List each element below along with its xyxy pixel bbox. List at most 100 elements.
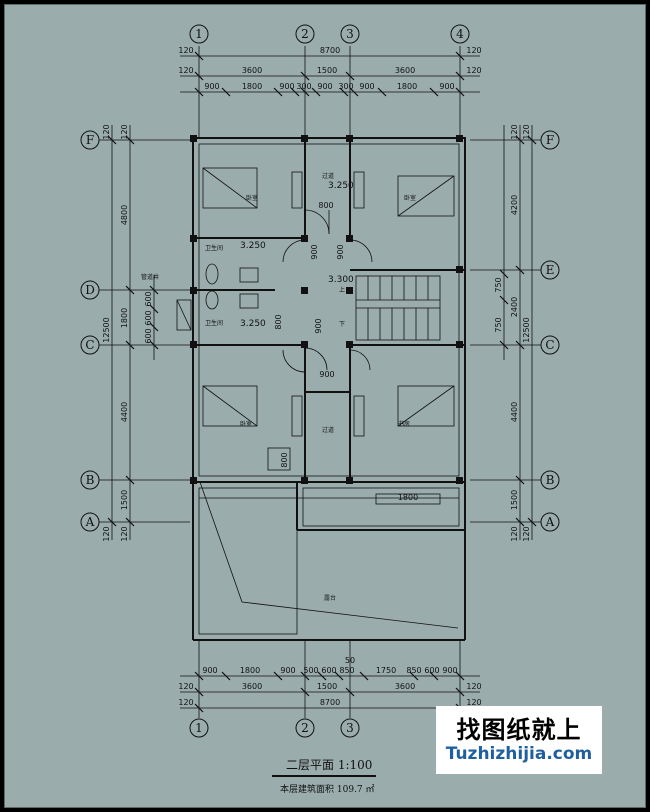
axis-label-A-right: A xyxy=(545,515,555,529)
dim-bottom-detail-7: 1750 xyxy=(376,666,396,675)
dim-left-edge-top: 120 xyxy=(102,124,111,139)
dim-bottom-overall: 8700 xyxy=(320,698,340,707)
axis-bubble-A-left xyxy=(80,512,100,532)
axis-bubble-F-right xyxy=(540,130,560,150)
dim-bottom-detail-5: 600 xyxy=(321,666,336,675)
dim-top-detail-8: 1800 xyxy=(397,82,417,91)
axis-label-1-top: 1 xyxy=(195,27,203,41)
dim-top-detail-4: 300 xyxy=(296,82,311,91)
axis-bubble-E-right xyxy=(540,260,560,280)
dim-interior-900-a: 900 xyxy=(310,244,319,259)
watermark-logo[interactable]: 找图纸就上 Tuzhizhijia.com xyxy=(436,706,602,774)
dim-interior-800-bottom: 800 xyxy=(280,452,289,467)
dim-top-detail-1: 900 xyxy=(204,82,219,91)
dim-top-detail-2: 1800 xyxy=(242,82,262,91)
axis-bubble-D-left xyxy=(80,280,100,300)
room-label-bedroom-2: 卧室 xyxy=(404,194,416,202)
dim-top-bay-1: 3600 xyxy=(242,66,262,75)
room-label-walk-in: 过道 xyxy=(322,426,334,434)
axis-label-C-right: C xyxy=(545,338,554,352)
title-block: 二层平面 1:100 本层建筑面积 109.7 ㎡ xyxy=(272,756,412,800)
dim-top-bay-3: 3600 xyxy=(395,66,415,75)
plan-title-text: 二层平面 xyxy=(286,758,335,772)
dim-left-edge2-bottom: 120 xyxy=(102,526,111,541)
axis-label-C-left: C xyxy=(85,338,94,352)
dim-right-overall: 12500 xyxy=(522,317,531,342)
axis-bubble-2-top xyxy=(295,24,315,44)
dim-top-edge-left: 120 xyxy=(178,46,193,55)
axis-label-B-right: B xyxy=(546,473,555,487)
dim-left-bay-2: 1800 xyxy=(120,308,129,328)
dim-left-edge-bottom: 120 xyxy=(120,526,129,541)
axis-label-3-top: 3 xyxy=(346,27,354,41)
title-underline xyxy=(272,775,376,777)
room-label-bathroom-1: 卫生间 xyxy=(205,244,223,252)
dim-bottom-edge-right: 120 xyxy=(466,682,481,691)
axis-bubble-1-bottom xyxy=(189,718,209,738)
dim-top-detail-9: 900 xyxy=(439,82,454,91)
level-mark-4: 3.250 xyxy=(240,319,266,329)
axis-bubble-B-left xyxy=(80,470,100,490)
dim-bottom-detail-9: 600 xyxy=(424,666,439,675)
level-mark-3: 3.300 xyxy=(328,275,354,285)
dim-top-overall: 8700 xyxy=(320,46,340,55)
dim-right-bay-2: 2400 xyxy=(510,297,519,317)
dim-bottom-detail-8: 850 xyxy=(406,666,421,675)
dim-left-bay-1: 4800 xyxy=(120,205,129,225)
axis-bubble-3-top xyxy=(340,24,360,44)
dim-interior-800-top: 800 xyxy=(318,201,333,210)
dim-left-bay-4: 1500 xyxy=(120,490,129,510)
dim-bottom-mark: 50 xyxy=(345,656,355,665)
dim-left-bay-3: 4400 xyxy=(120,402,129,422)
axis-label-2-top: 2 xyxy=(301,27,309,41)
axis-bubble-1-top xyxy=(189,24,209,44)
room-label-study: 书房 xyxy=(398,420,410,428)
axis-label-F-right: F xyxy=(546,133,554,147)
pipe-shaft-label: 管道井 xyxy=(141,273,159,281)
dim-interior-900-d: 900 xyxy=(319,370,334,379)
dim-interior-800-mid: 800 xyxy=(274,314,283,329)
dim-top-edge2-left: 120 xyxy=(178,66,193,75)
dim-right-edge-bottom: 120 xyxy=(510,526,519,541)
dim-bottom-detail-6: 850 xyxy=(339,666,354,675)
room-label-bedroom-3: 卧室 xyxy=(240,420,252,428)
dim-bottom-edge2-left: 120 xyxy=(178,698,193,707)
dim-top-bay-2: 1500 xyxy=(317,66,337,75)
dim-top-edge-right: 120 xyxy=(466,46,481,55)
dim-bottom-detail-2: 1800 xyxy=(240,666,260,675)
dim-right-window-1: 750 xyxy=(494,277,503,292)
dim-bottom-detail-3: 900 xyxy=(280,666,295,675)
dim-bottom-detail-4: 500 xyxy=(303,666,318,675)
axis-bubble-4-top xyxy=(450,24,470,44)
floor-area-note: 本层建筑面积 109.7 ㎡ xyxy=(280,785,375,795)
axis-bubble-C-right xyxy=(540,335,560,355)
room-label-bathroom-2: 卫生间 xyxy=(205,319,223,327)
dim-left-window-3: 600 xyxy=(144,328,153,343)
plan-title: 二层平面 1:100 xyxy=(286,756,372,773)
dim-bottom-bay-2: 1500 xyxy=(317,682,337,691)
dim-right-window-2: 750 xyxy=(494,317,503,332)
dim-interior-1800: 1800 xyxy=(398,493,418,502)
axis-label-E-right: E xyxy=(546,263,555,277)
level-mark-2: 3.250 xyxy=(240,241,266,251)
watermark-url[interactable]: Tuzhizhijia.com xyxy=(445,744,593,764)
dim-left-window-1: 600 xyxy=(144,291,153,306)
terrace-label: 露台 xyxy=(324,594,336,602)
room-label-bedroom-1: 卧室 xyxy=(246,194,258,202)
dim-right-bay-1: 4200 xyxy=(510,195,519,215)
stair-up-label: 上 xyxy=(339,286,345,294)
axis-bubble-2-bottom xyxy=(295,718,315,738)
dim-right-edge2-top: 120 xyxy=(522,124,531,139)
axis-bubble-C-left xyxy=(80,335,100,355)
axis-label-B-left: B xyxy=(86,473,95,487)
axis-label-3-bottom: 3 xyxy=(346,721,354,735)
axis-bubble-B-right xyxy=(540,470,560,490)
axis-bubble-A-right xyxy=(540,512,560,532)
watermark-chinese-text: 找图纸就上 xyxy=(456,716,582,744)
dim-bottom-edge-left: 120 xyxy=(178,682,193,691)
plan-scale: 1:100 xyxy=(337,758,373,772)
axis-label-2-bottom: 2 xyxy=(301,721,309,735)
dim-right-bay-3: 4400 xyxy=(510,402,519,422)
axis-label-1-bottom: 1 xyxy=(195,721,203,735)
